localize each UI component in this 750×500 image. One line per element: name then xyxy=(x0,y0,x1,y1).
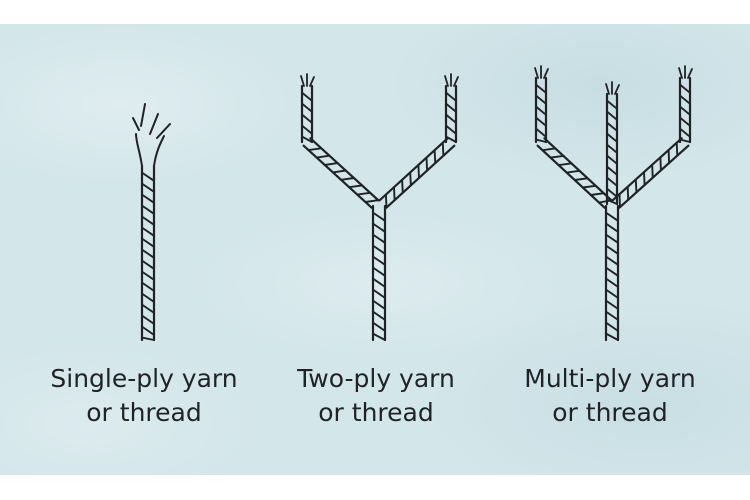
strand-twist xyxy=(606,99,618,205)
diagram-canvas: Single-ply yarn or thread Two-ply yarn o… xyxy=(0,24,750,475)
strand-edge xyxy=(378,137,449,202)
caption-single-ply-line2: or thread xyxy=(86,398,202,427)
strand-twist xyxy=(445,91,457,143)
single-ply-yarn-illustration xyxy=(132,103,171,342)
yarn-strand xyxy=(371,204,387,342)
yarn-strand xyxy=(378,137,456,209)
strand-twist xyxy=(372,211,386,341)
yarn-strand xyxy=(534,76,548,144)
caption-multi-ply-line2: or thread xyxy=(552,398,668,427)
strand-twist xyxy=(679,83,691,143)
yarn-strand xyxy=(444,84,458,144)
yarn-strand xyxy=(604,204,620,342)
yarn-strand xyxy=(300,84,314,144)
frayed-fibers xyxy=(132,103,171,139)
caption-multi-ply: Multi-ply yarn or thread xyxy=(490,362,730,430)
strand-twist xyxy=(307,147,380,203)
frayed-tip xyxy=(300,73,315,87)
frayed-tip xyxy=(444,73,459,87)
multi-ply-yarn-illustration xyxy=(534,65,693,342)
strand-twist xyxy=(605,211,619,341)
frayed-end xyxy=(135,133,165,167)
frayed-tip xyxy=(534,65,549,79)
strand-edge xyxy=(536,144,606,209)
strand-twist xyxy=(535,83,547,143)
caption-two-ply: Two-ply yarn or thread xyxy=(256,362,496,430)
caption-single-ply-line1: Single-ply yarn xyxy=(50,364,238,393)
two-ply-yarn-illustration xyxy=(300,73,459,342)
strand-twist xyxy=(384,141,445,209)
strand-twist xyxy=(618,141,679,209)
frayed-tip xyxy=(605,81,620,95)
yarn-strand xyxy=(611,137,690,209)
yarn-strand xyxy=(678,76,692,144)
strand-twist xyxy=(141,171,155,341)
strand-edge xyxy=(611,137,683,202)
yarn-diagram xyxy=(132,65,693,342)
caption-single-ply: Single-ply yarn or thread xyxy=(24,362,264,430)
yarn-strand xyxy=(536,137,613,209)
strand-twist xyxy=(541,147,613,204)
caption-two-ply-line2: or thread xyxy=(318,398,434,427)
yarn-strand xyxy=(140,164,156,342)
caption-two-ply-line1: Two-ply yarn xyxy=(297,364,455,393)
yarn-strand xyxy=(302,137,380,209)
caption-multi-ply-line1: Multi-ply yarn xyxy=(524,364,696,393)
yarn-strand xyxy=(605,92,619,206)
strand-edge xyxy=(302,144,373,209)
frayed-tip xyxy=(678,65,693,79)
strand-twist xyxy=(301,91,313,143)
